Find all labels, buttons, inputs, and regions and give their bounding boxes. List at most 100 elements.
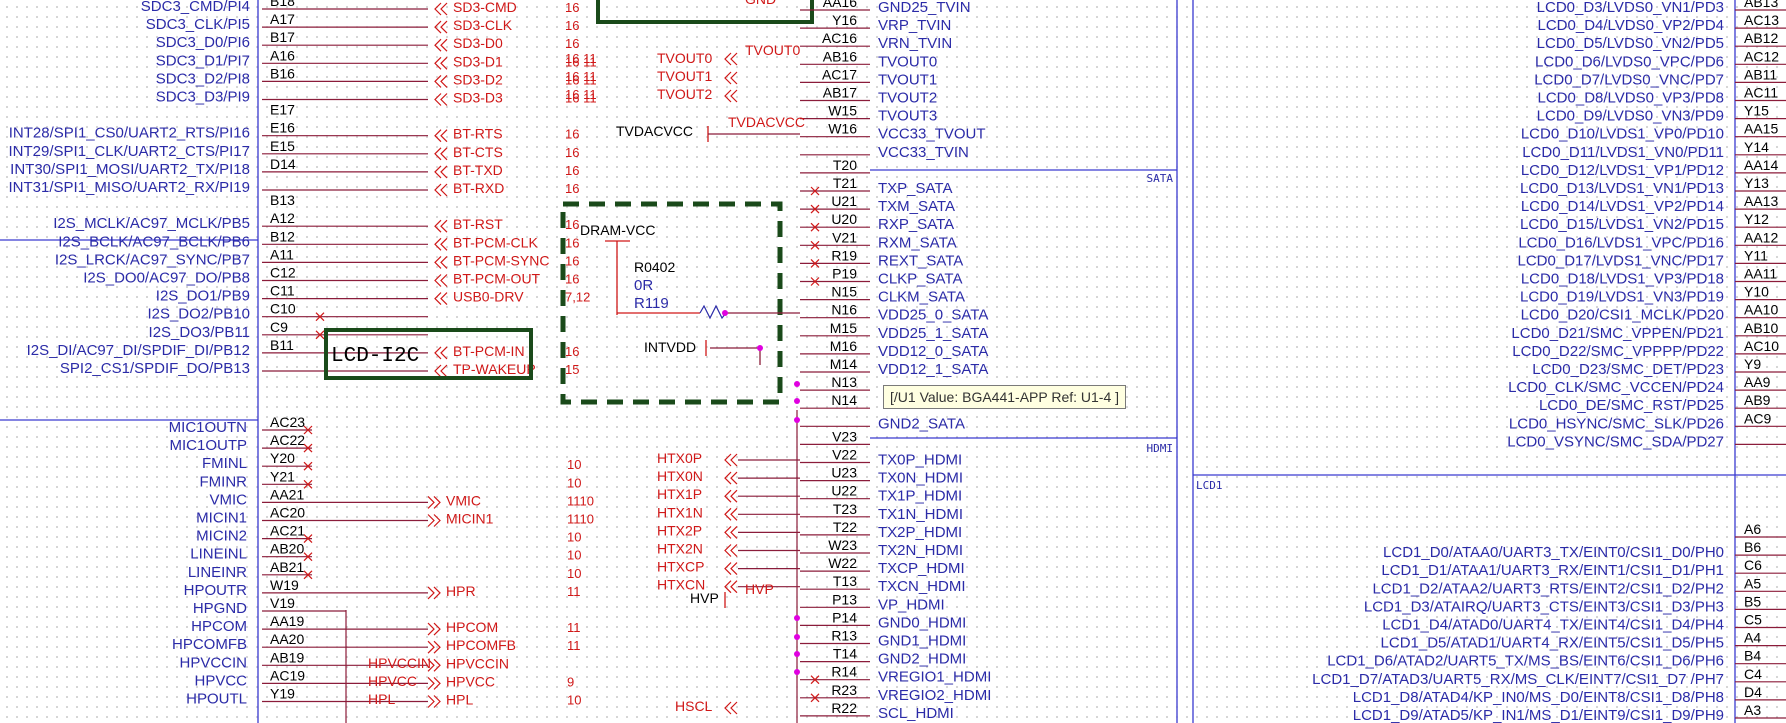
pin-number: AA19 [270, 613, 304, 629]
pin-number: Y11 [1744, 247, 1768, 263]
pin-label: LCD0_CLK/SMC_VCCEN/PD24 [1508, 379, 1724, 396]
ref-count: 11 [567, 620, 581, 635]
pin-number: AC23 [270, 414, 305, 430]
pin-number: Y16 [832, 12, 857, 28]
pin-number: R13 [831, 628, 857, 644]
no-connect-mark [303, 552, 313, 562]
no-connect-mark [810, 204, 820, 214]
net-flag [440, 147, 448, 161]
pin-label: HPVCC [194, 672, 247, 689]
net-flag [440, 38, 448, 52]
net-flag [434, 74, 442, 88]
pin-number: B4 [1744, 648, 1761, 664]
net-flag [730, 89, 738, 103]
net-flag [440, 364, 448, 378]
ref-count: 16 [565, 253, 579, 268]
ref-count: 16 11 [565, 54, 597, 69]
net-flag [440, 219, 448, 233]
ref-count: 16 [565, 36, 579, 51]
pin-number: C10 [270, 301, 296, 317]
pin-number: M14 [830, 356, 857, 372]
pin-label: VCC33_TVIN [878, 144, 969, 161]
net-flag [440, 183, 448, 197]
block-label-lcd1: LCD1 [1196, 479, 1223, 492]
net-flag [440, 255, 448, 269]
pin-number: C9 [270, 319, 288, 335]
pin-label: MIC1OUTN [169, 419, 247, 436]
pin-number: M16 [830, 338, 857, 354]
pin-number: B11 [270, 337, 294, 353]
net-flag [730, 544, 738, 557]
pin-label: LCD0_D3/LVDS0_VN1/PD3 [1537, 0, 1724, 16]
pin-number: V19 [270, 595, 295, 611]
pin-label: MICIN2 [196, 528, 247, 545]
power-label: TVDACVCC [616, 123, 693, 139]
pin-number: Y21 [270, 468, 295, 484]
pin-number: B18 [270, 0, 295, 9]
ref-count: 16 11 [565, 91, 597, 106]
pin-label: LCD0_D23/SMC_DET/PD23 [1532, 361, 1724, 378]
net-label: HPVCCIN [368, 655, 431, 671]
net-flag [434, 364, 442, 378]
net-flag [434, 93, 442, 106]
pin-number: AC20 [270, 505, 305, 521]
pin-label: HPOUTR [184, 582, 248, 599]
pin-number: AC10 [1744, 338, 1779, 354]
no-connect-mark [810, 186, 820, 196]
pin-number: AB12 [1744, 30, 1778, 46]
net-flag [730, 453, 738, 467]
net-flag [440, 93, 448, 106]
net-flag [730, 471, 738, 485]
ref-count: 15 [565, 362, 579, 377]
ref-count: 1110 [567, 493, 594, 508]
ref-count: 10 [567, 530, 581, 545]
pin-number: V21 [832, 229, 857, 245]
no-connect-mark [303, 534, 313, 544]
pin-label: LCD1_D9/ATAD5/KP_IN1/MS_D1/EINT9/CSI1_D9… [1353, 707, 1724, 723]
pin-number: C12 [270, 265, 296, 281]
pin-label: LCD0_D16/LVDS1_VPC/PD16 [1518, 234, 1724, 251]
pin-number: AA11 [1744, 266, 1777, 282]
pin-number: W22 [828, 555, 857, 571]
net-label: HTX1P [657, 486, 702, 502]
net-label: HTX0P [657, 450, 702, 466]
net-label: BT-PCM-OUT [453, 271, 541, 287]
net-label: HTX0N [657, 468, 703, 484]
pin-number: A16 [270, 47, 295, 63]
pin-number: B13 [270, 192, 295, 208]
junction-dot [794, 398, 800, 404]
pin-label: I2S_DI/AC97_DI/SPDIF_DI/PB12 [27, 342, 250, 359]
net-label: HPR [446, 583, 476, 599]
net-label: HPCOM [446, 619, 498, 635]
pin-number: T23 [833, 501, 857, 517]
no-connect-mark [810, 693, 820, 703]
pin-label: LCD1_D8/ATAD4/KP_IN0/MS_D0/EINT8/CSI1_D8… [1353, 689, 1724, 706]
net-flag [724, 580, 732, 594]
pin-label: LINEINR [188, 564, 247, 581]
pin-label: LCD0_D22/SMC_VPPPP/PD22 [1512, 343, 1724, 360]
pin-label: LCD1_D4/ATAD0/UART4_TX/EINT4/CSI1_D4/PH4 [1382, 617, 1724, 634]
pin-label: I2S_MCLK/AC97_MCLK/PB5 [53, 215, 250, 232]
net-label: VMIC [446, 492, 481, 508]
pin-label: I2S_DO3/PB11 [149, 324, 250, 341]
pin-number: AA12 [1744, 229, 1778, 245]
pin-label: MIC1OUTP [169, 437, 247, 454]
net-label: BT-RST [453, 216, 503, 232]
net-flag [433, 640, 441, 654]
net-flag [440, 274, 448, 287]
no-connect-mark [810, 277, 820, 286]
pin-label: LCD1_D5/ATAD1/UART4_RX/EINT5/CSI1_D5/PH5 [1381, 635, 1724, 652]
net-label: TVOUT0 [657, 50, 712, 66]
pin-number: N15 [831, 284, 857, 300]
net-flag [427, 495, 435, 509]
pin-number: A17 [270, 11, 295, 27]
pin-number: A11 [270, 246, 294, 262]
net-flag [427, 658, 435, 672]
pin-label: LCD0_D10/LVDS1_VP0/PD10 [1521, 126, 1724, 143]
pin-label: LCD0_D13/LVDS1_VN1/PD13 [1520, 180, 1724, 197]
pin-label: LCD1_D0/ATAA0/UART3_TX/EINT0/CSI1_D0/PH0 [1383, 544, 1724, 561]
net-label: HTX2P [657, 522, 702, 538]
pin-label: I2S_LRCK/AC97_SYNC/PB7 [55, 251, 250, 268]
